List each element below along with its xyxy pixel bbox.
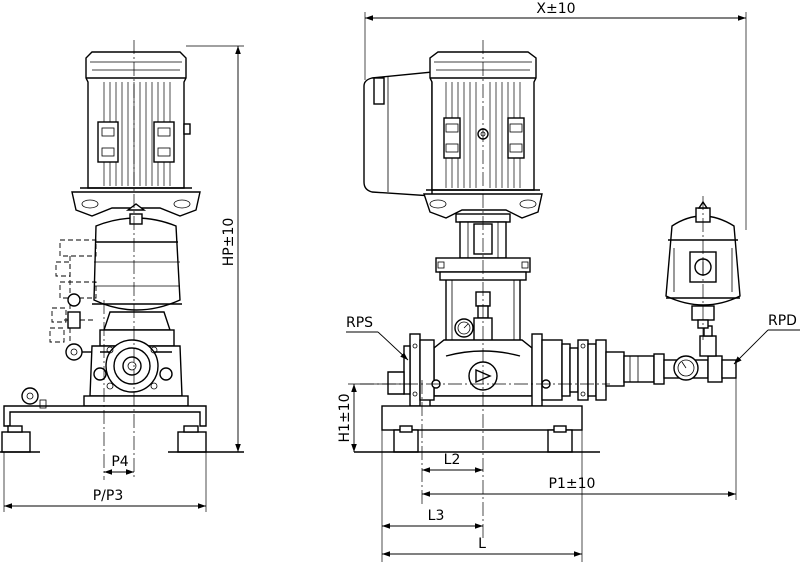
dim-l3: L3: [381, 430, 483, 562]
front-motor: [423, 51, 543, 219]
dim-x: X±10: [364, 1, 747, 230]
side-tank: [92, 213, 182, 311]
side-base-frame: [0, 387, 244, 453]
front-base-frame: [354, 371, 600, 453]
front-view: X±10 RPS RPD H1±10 L2 P1±10: [337, 1, 800, 562]
label-p4: P4: [111, 454, 128, 470]
label-hp: HP±10: [221, 218, 237, 267]
label-p1: P1±10: [549, 476, 596, 492]
side-view: HP±10 P4 P/P3: [0, 40, 244, 512]
dim-p1: P1±10: [422, 378, 737, 500]
label-h1: H1±10: [337, 394, 353, 443]
leader-rps: RPS: [346, 315, 409, 361]
label-x: X±10: [536, 1, 575, 17]
side-optional-piping: [49, 239, 97, 361]
label-pp3: P/P3: [93, 488, 124, 504]
label-l2: L2: [444, 452, 461, 468]
leader-rpd: RPD: [733, 313, 800, 365]
control-box: [363, 71, 433, 197]
discharge-piping: [605, 325, 737, 387]
dim-h1: H1±10: [337, 383, 410, 452]
dim-hp: HP±10: [186, 45, 244, 452]
label-rps: RPS: [346, 315, 373, 331]
label-l3: L3: [428, 508, 445, 524]
front-pump-housing: [403, 333, 607, 407]
label-l: L: [478, 536, 486, 552]
side-motor: [71, 51, 201, 217]
label-rpd: RPD: [768, 313, 797, 329]
dim-p4: P4: [104, 454, 134, 475]
dim-l2: L2: [422, 452, 483, 473]
side-pump-housing: [83, 311, 189, 407]
dim-l: L: [382, 430, 583, 562]
dim-pp3: P/P3: [3, 452, 207, 512]
